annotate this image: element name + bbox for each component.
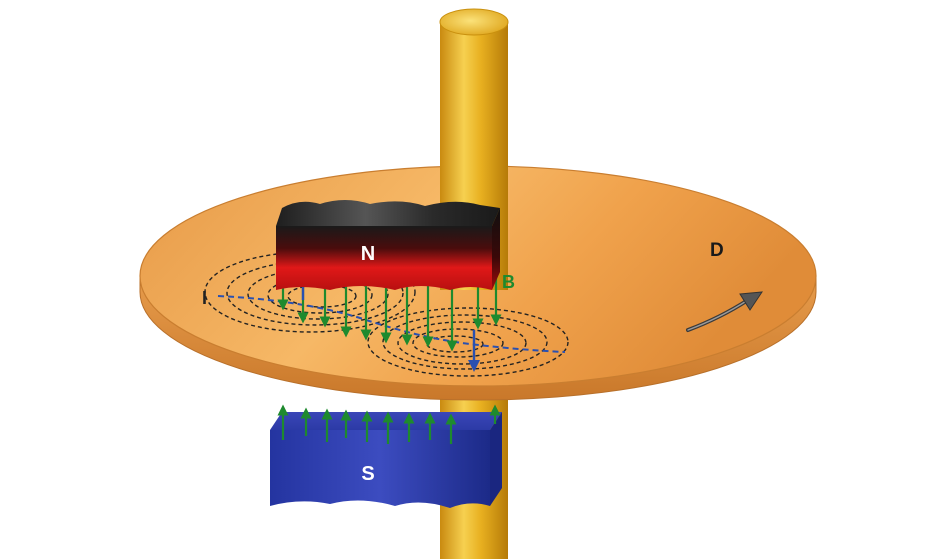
field-label: B [502,272,515,292]
shaft-top [439,8,509,36]
north-pole-label: N [361,243,375,265]
current-label: I [202,288,207,308]
curved-arrow-icon [686,291,763,332]
south-magnet [270,412,502,508]
disk-label: D [710,240,724,261]
south-field-arrows [277,404,501,444]
eddy-current-loops [204,251,569,377]
south-pole-label: S [361,463,374,485]
north-magnet [276,200,500,290]
